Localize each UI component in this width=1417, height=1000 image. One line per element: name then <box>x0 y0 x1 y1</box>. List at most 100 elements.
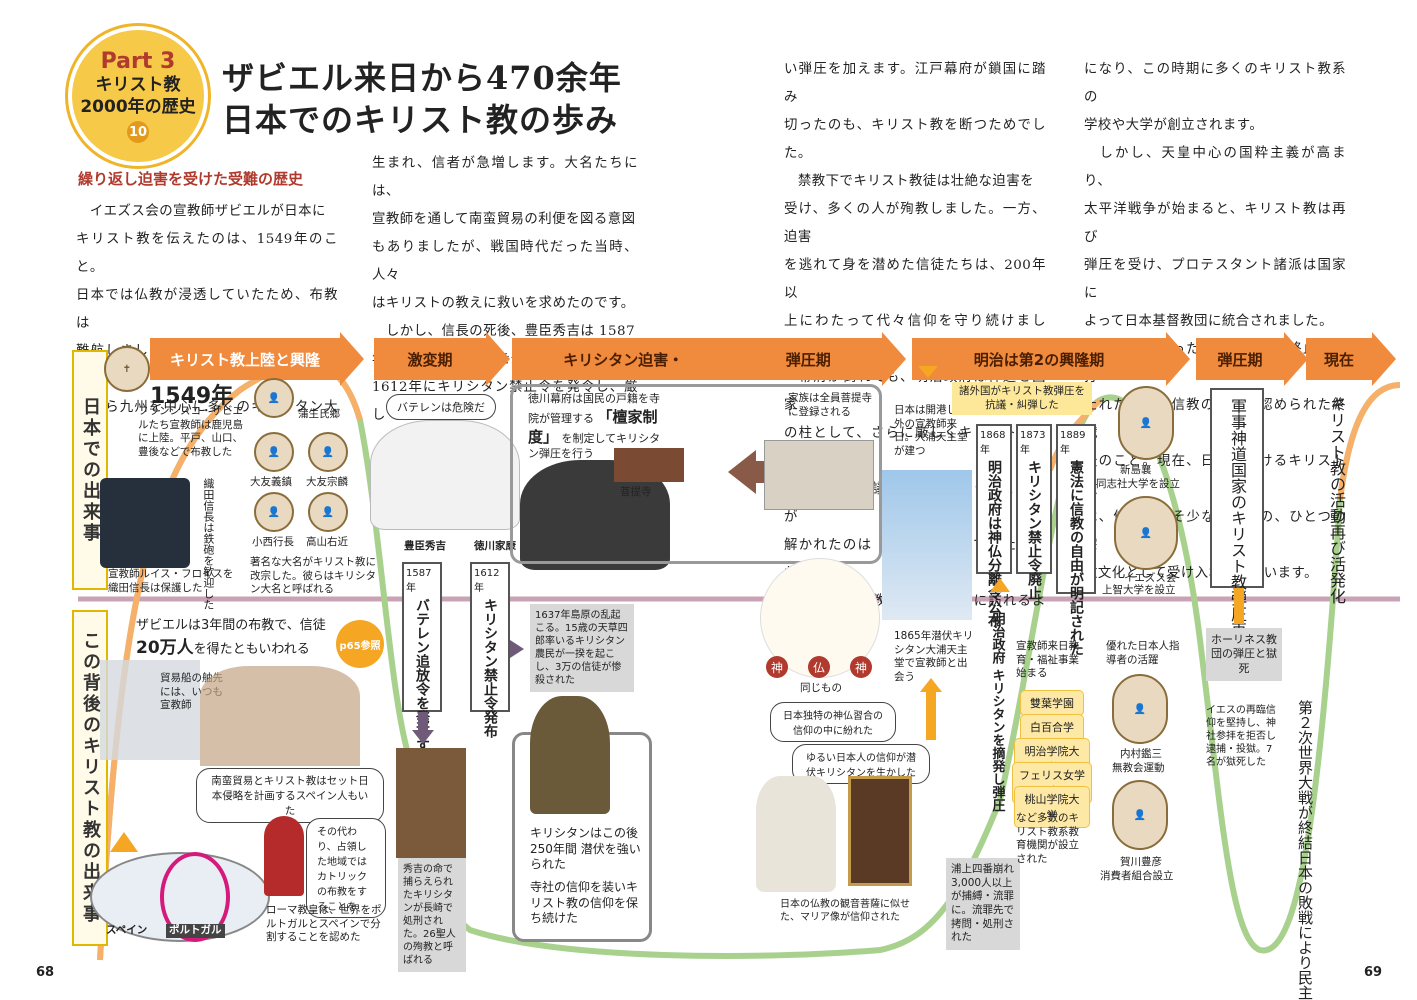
holiness-text: ホーリネス教団の弾圧と獄死 <box>1206 628 1282 681</box>
refuse-text: イエスの再臨信仰を堅持し、神社参拝を拒否し逮捕・投獄。7名が獄死した <box>1206 705 1276 768</box>
daimyo-name: 大友宗麟 <box>306 476 348 488</box>
ieyasu-label: 徳川家康 <box>474 540 516 552</box>
jesuit-label: イエズス会 <box>1124 572 1177 584</box>
sophia-text: 上智大学を設立 <box>1102 584 1176 596</box>
period-arrow-1 <box>340 332 364 386</box>
up-arrow-shaft <box>926 690 936 740</box>
xavier-success: ザビエルは3年間の布教で、信徒 20万人を得たともいわれる <box>136 614 336 658</box>
event-1612: 1612年キリシタン禁止令発布 <box>470 562 510 738</box>
oura-church-photo <box>882 470 972 620</box>
daimyo-name: 高山右近 <box>306 536 348 548</box>
xavier-success-pre: ザビエルは3年間の布教で、信徒 <box>136 618 326 633</box>
kami-char: 神 <box>766 656 788 678</box>
xavier-success-post: を得たともいわれる <box>193 642 310 657</box>
up-arrow-icon <box>920 678 942 692</box>
school-momoyama: 桃山学院大学 <box>1014 786 1090 828</box>
page-number-left: 68 <box>36 965 55 980</box>
title-line1: ザビエル来日から470余年 <box>222 59 622 97</box>
military-box: 軍事神道国家のキリスト教弾圧再び <box>1210 388 1264 654</box>
postwar-text: 第２次世界大戦が終結日本の敗戦により民主主義信教の自由が実現した <box>1296 700 1314 1000</box>
military-text: 軍事神道国家のキリスト教弾圧再び <box>1228 398 1247 654</box>
hideyoshi-illustration <box>370 420 520 530</box>
period-label: 激変期 <box>407 350 453 369</box>
p65-link[interactable]: p65参照 <box>336 620 384 668</box>
nanban-traders-illustration <box>200 666 360 766</box>
xavier-success-num: 20万人 <box>136 638 194 658</box>
meiji-tekihatsu-box: 明治政府 キリシタンを摘発し弾圧 <box>982 612 1012 842</box>
period-arrow-4 <box>1166 332 1190 386</box>
hotoke-char: 仏 <box>808 656 830 678</box>
danka-pre: 徳川幕府は国民の戸籍を寺院が管理する <box>528 392 660 425</box>
daimyo-portrait: 👤 <box>254 432 294 472</box>
meiji-tekihatsu-text: 明治政府 キリシタンを摘発し弾圧 <box>989 612 1005 812</box>
consumer-text: 消費者組合設立 <box>1100 870 1174 882</box>
kannon-statue <box>756 776 836 892</box>
arrow-left-icon <box>728 450 756 494</box>
up-arrow-icon <box>990 578 1010 592</box>
event-text: キリシタン禁止令発布 <box>482 598 498 738</box>
xavier-text: フランシスコ・ザビエルたち宣教師は鹿児島に上陸。平戸、山口、豊後などで布教した <box>138 405 243 458</box>
event-year: 1587年 <box>406 568 432 594</box>
missionary-text: 宣教師来日教育・福祉事業始まる <box>1016 640 1079 680</box>
bateren-speech: バテレンは危険だ <box>386 394 496 420</box>
event-text: 憲法に信教の自由が明記された <box>1068 460 1084 656</box>
period-label: 明治は第2の興隆期 <box>973 350 1105 369</box>
daimyo-name: 大友義鎮 <box>250 476 292 488</box>
event-year: 1612年 <box>474 568 500 594</box>
event-1873: 1873年キリシタン禁止令廃止 <box>1016 424 1052 600</box>
nobunaga-text: 織田信長は鉄砲を歓迎した <box>201 478 215 610</box>
period-arrow-5 <box>1284 332 1308 386</box>
doshisha-text: 同志社大学を設立 <box>1096 478 1180 490</box>
e1865-text: 1865年潜伏キリシタン大浦天主堂で宣教師と出会う <box>894 630 974 683</box>
leader-text: 優れた日本人指導者の活躍 <box>1106 640 1180 666</box>
part-badge: Part 3 キリスト教 2000年の歴史 10 <box>68 26 208 166</box>
daimyo-portrait: 👤 <box>308 432 348 472</box>
onaji-label: 同じもの <box>800 682 842 694</box>
kami-char: 神 <box>850 656 872 678</box>
period-band-4: 明治は第2の興隆期 <box>912 338 1166 380</box>
year-1549: 1549年 <box>150 384 234 409</box>
schools-caption: など多数のキリスト教系教育機関が設立された <box>1016 812 1079 865</box>
spain-label: スペイン <box>106 924 148 936</box>
period-band-2: 激変期 <box>374 338 486 380</box>
daimyo-caption: 著名な大名がキリスト教に改宗した。彼らはキリシタン大名と呼ばれる <box>250 556 376 596</box>
protest-text: 諸外国がキリスト教弾圧を抗議・糾弾した <box>952 382 1092 416</box>
mukyokai-text: 無教会運動 <box>1112 762 1165 774</box>
event-text: 明治政府は神仏分離令公布 <box>986 460 1002 628</box>
frois-text: 宣教師ルイス・フロイスを織田信長は保護した <box>108 568 234 594</box>
period-label: 現在 <box>1323 350 1354 369</box>
division-line <box>160 852 230 942</box>
event-year: 1868年 <box>980 430 1006 456</box>
series-line2: 2000年の歴史 <box>80 96 196 117</box>
chapter-number: 10 <box>127 121 149 144</box>
danka-bold: 「檀家制度」 <box>528 407 658 447</box>
kagawa-name: 賀川豊彦 <box>1120 856 1162 868</box>
pope-illustration <box>264 816 304 896</box>
danka-post: を制定してキリシタン弾圧を行う <box>528 432 661 461</box>
bodaiji-label: 菩提寺 <box>620 486 652 498</box>
event-1868: 1868年明治政府は神仏分離令公布 <box>976 424 1012 628</box>
event-1587: 1587年バテレン追放令を発布する <box>402 562 442 766</box>
hideyoshi-label: 豊臣秀吉 <box>404 540 446 552</box>
down-arrow-icon <box>918 366 938 378</box>
up-arrow-icon <box>110 832 138 852</box>
kagawa-portrait: 👤 <box>1112 780 1168 850</box>
hidden-text1: キリシタンはこの後250年間 潜伏を強いられた <box>530 826 641 872</box>
period-band-3: キリシタン迫害・弾圧期 <box>512 338 882 380</box>
title-line2: 日本でのキリスト教の歩み <box>222 100 619 139</box>
martyrs-painting <box>396 748 466 858</box>
period-arrow-2 <box>486 332 510 386</box>
event-year: 1889年 <box>1060 430 1086 456</box>
fortune-curve-present <box>1337 382 1401 501</box>
daimyo-name: 小西行長 <box>252 536 294 548</box>
martyr-text: 秀吉の命で捕らえられたキリシタンが長崎で処刑された。26聖人の殉教と呼ばれる <box>398 858 466 972</box>
danka-frame <box>510 384 882 564</box>
down-arrow-icon <box>412 730 434 744</box>
uchimura-portrait: 👤 <box>1112 674 1168 744</box>
page-title: ザビエル来日から470余年 日本でのキリスト教の歩み <box>222 58 622 141</box>
jesuit-portrait: 👤 <box>1114 496 1178 570</box>
period-arrow-6 <box>1372 332 1396 386</box>
maria-painting <box>848 776 912 886</box>
subheading: 繰り返し迫害を受けた受難の歴史 <box>78 170 304 188</box>
shimabara-text: 1637年島原の乱起こる。15歳の天草四郎率いるキリシタン農民が一揆を起こし、3… <box>530 604 634 692</box>
